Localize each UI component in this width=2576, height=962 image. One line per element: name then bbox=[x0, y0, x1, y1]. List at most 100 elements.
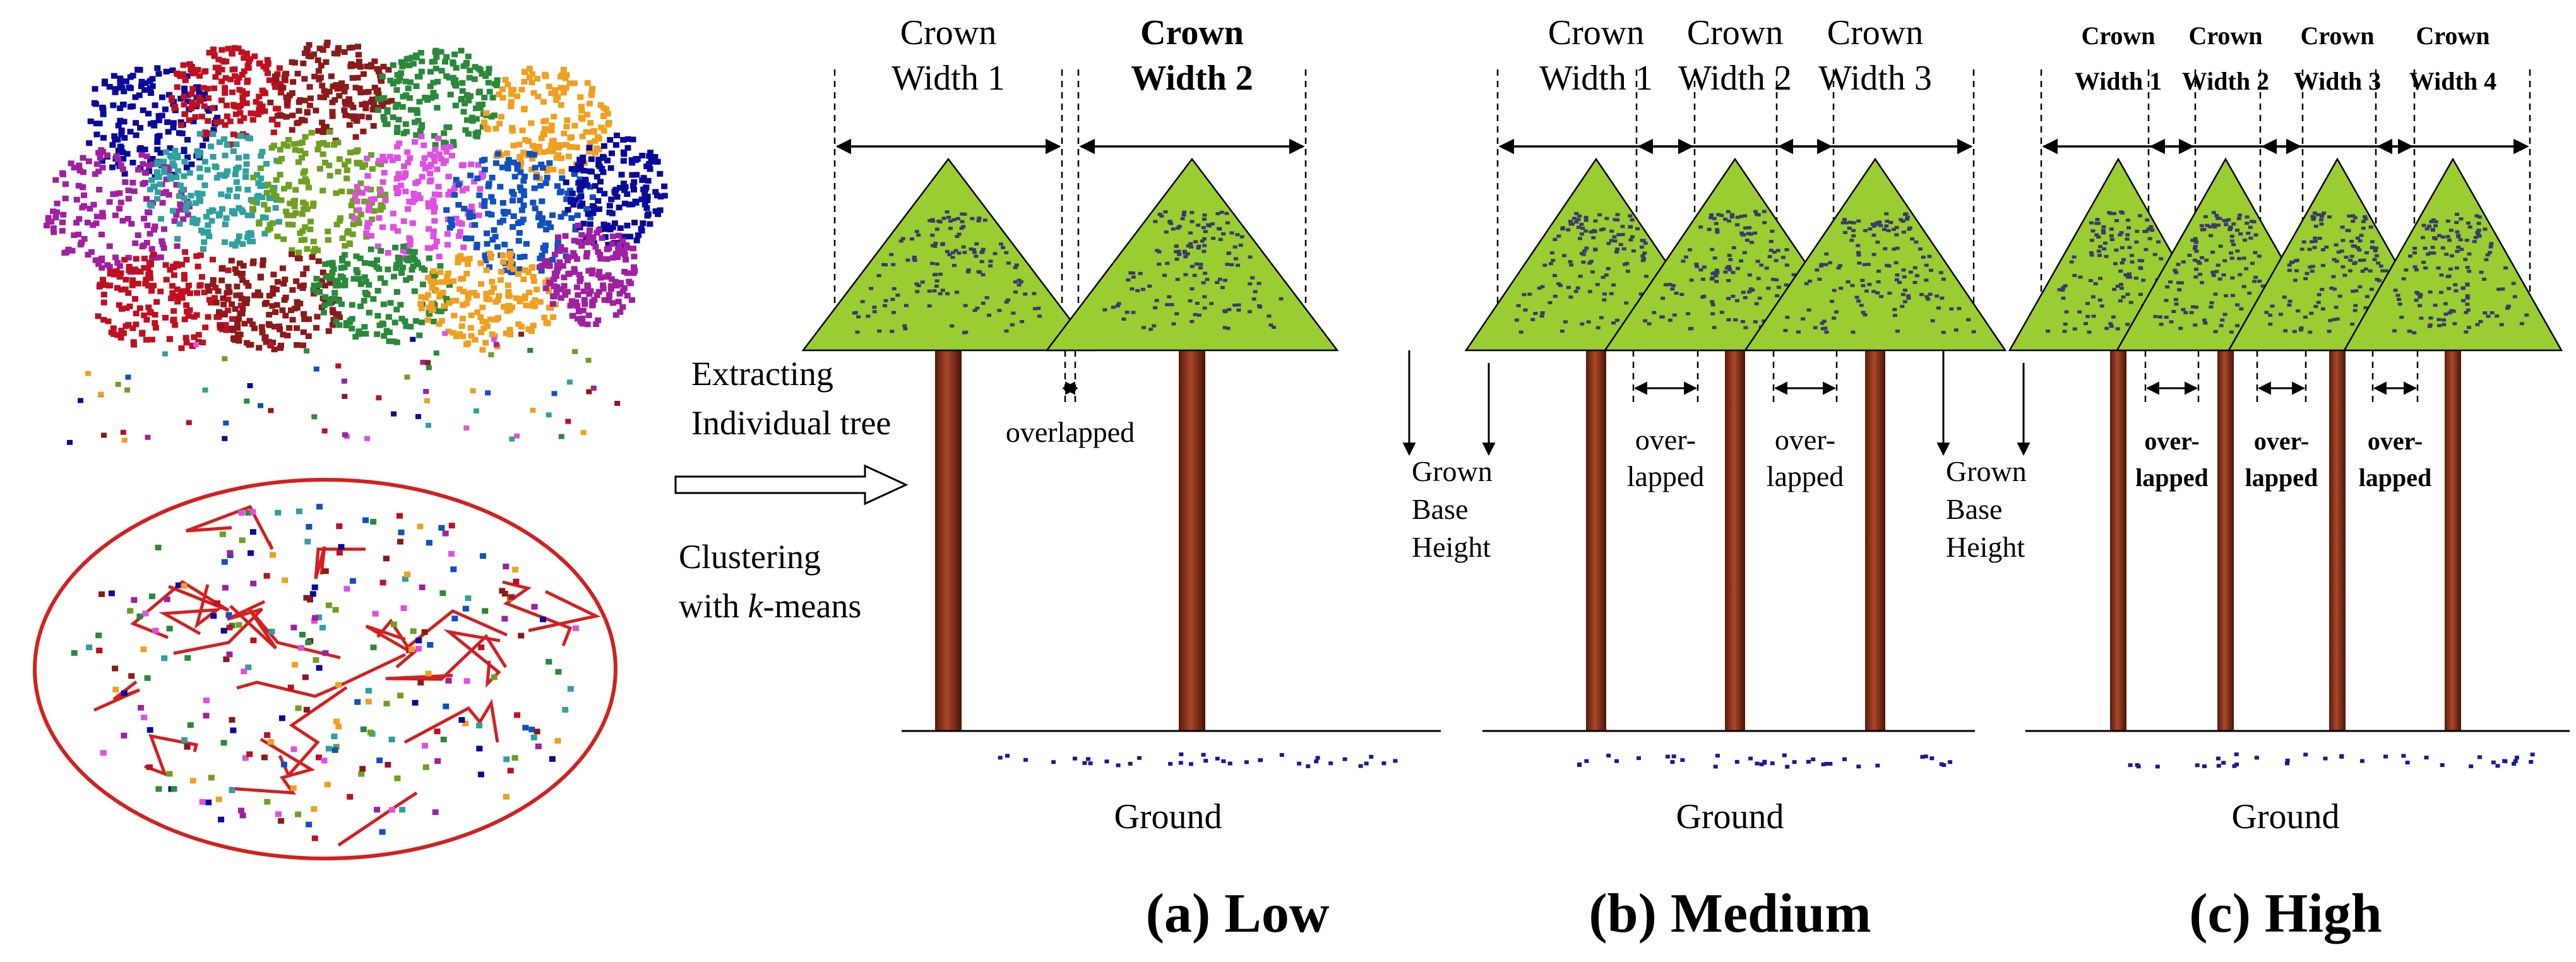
crown-point bbox=[2455, 213, 2459, 216]
crown-point bbox=[2060, 288, 2065, 292]
crown-point bbox=[1537, 287, 1542, 290]
crown-point bbox=[1630, 235, 1635, 239]
panel-caption: (c) High bbox=[2189, 883, 2382, 944]
crown-point bbox=[2235, 324, 2239, 328]
crown-point bbox=[2503, 266, 2508, 270]
crown-point bbox=[2378, 264, 2383, 268]
crown-point bbox=[1225, 326, 1231, 330]
crown-point bbox=[2308, 265, 2313, 269]
tree-trunk bbox=[1865, 350, 1885, 731]
crown-point bbox=[2293, 278, 2298, 282]
crown-point bbox=[1806, 308, 1811, 312]
crown-point bbox=[2090, 229, 2096, 233]
crown-point bbox=[1838, 264, 1842, 268]
crown-point bbox=[2046, 330, 2051, 333]
crown-point bbox=[2127, 272, 2132, 276]
crown-point bbox=[974, 254, 979, 258]
crown-point bbox=[1820, 321, 1825, 325]
crown-point bbox=[1581, 260, 1586, 264]
ground-point bbox=[1856, 764, 1861, 769]
crown-point bbox=[1719, 213, 1724, 217]
crown-point bbox=[1710, 312, 1715, 316]
crown-point bbox=[2212, 225, 2217, 229]
crown-point bbox=[2466, 221, 2471, 225]
crown-point bbox=[2322, 211, 2326, 215]
crown-point bbox=[2354, 289, 2359, 293]
crown-point bbox=[984, 296, 989, 300]
crown-point bbox=[1224, 211, 1229, 215]
crown-point bbox=[2078, 275, 2083, 279]
crown-point bbox=[1542, 263, 1547, 267]
crown-point bbox=[2200, 256, 2205, 259]
crown-point bbox=[2189, 311, 2194, 314]
crown-point bbox=[2454, 289, 2459, 293]
tree-trunk bbox=[935, 350, 962, 731]
crown-point bbox=[1229, 231, 1234, 235]
crown-point bbox=[945, 249, 950, 253]
crown-point bbox=[2489, 242, 2494, 246]
crown-point bbox=[2419, 316, 2424, 320]
crown-point bbox=[2098, 276, 2102, 280]
crown-point bbox=[999, 242, 1003, 246]
crown-point bbox=[1847, 227, 1852, 230]
crown-point bbox=[1190, 211, 1195, 215]
ground-point bbox=[2323, 756, 2328, 761]
base-height-label: Height bbox=[1946, 531, 2025, 563]
crown-point bbox=[2101, 225, 2106, 229]
crown-point bbox=[1791, 273, 1796, 276]
crown-point bbox=[1609, 292, 1614, 295]
crown-point bbox=[1709, 213, 1714, 217]
crown-point bbox=[1670, 287, 1675, 291]
crown-point bbox=[2194, 240, 2198, 244]
crown-point bbox=[1606, 242, 1611, 246]
crown-point bbox=[2245, 215, 2250, 219]
overlap-label: lapped bbox=[2245, 463, 2318, 492]
crown-point bbox=[945, 292, 950, 295]
crown-point bbox=[2340, 265, 2346, 269]
crown-point bbox=[1860, 278, 1865, 282]
crown-point bbox=[2209, 301, 2214, 305]
crown-point bbox=[2121, 295, 2126, 299]
crown-point bbox=[1859, 304, 1864, 307]
panel-caption: (a) Low bbox=[1146, 883, 1330, 944]
crown-point bbox=[955, 235, 960, 239]
crown-width-label: Crown bbox=[1548, 13, 1644, 52]
crown-point bbox=[2144, 247, 2149, 251]
crown-point bbox=[1864, 289, 1869, 293]
crown-point bbox=[1233, 257, 1238, 261]
crown-point bbox=[2464, 311, 2469, 314]
crown-point bbox=[1236, 303, 1241, 307]
crown-point bbox=[1279, 297, 1284, 300]
crown-point bbox=[1698, 268, 1703, 272]
crown-point bbox=[2134, 240, 2139, 244]
ground-point bbox=[1393, 759, 1398, 763]
crown-point bbox=[1013, 290, 1018, 294]
crown-point bbox=[1914, 274, 1919, 278]
crown-point bbox=[1631, 249, 1636, 252]
crown-point bbox=[2084, 322, 2089, 326]
crown-point bbox=[1235, 233, 1240, 237]
crown-point bbox=[1929, 268, 1933, 272]
crown-point bbox=[1830, 299, 1835, 303]
crown-point bbox=[2165, 285, 2170, 289]
crown-point bbox=[2418, 294, 2423, 297]
crown-point bbox=[1867, 283, 1872, 287]
ground-point bbox=[1342, 757, 1347, 761]
crown-point bbox=[1726, 318, 1731, 321]
crown-point bbox=[993, 252, 998, 256]
crown-point bbox=[2454, 220, 2459, 224]
crown-point bbox=[2374, 254, 2379, 258]
crown-point bbox=[1202, 217, 1207, 221]
ground-point bbox=[1358, 764, 1363, 768]
crown-point bbox=[1568, 295, 1573, 299]
crown-point bbox=[2439, 290, 2443, 294]
crown-point bbox=[1660, 315, 1665, 319]
crown-point bbox=[2454, 266, 2459, 270]
crown-point bbox=[1750, 240, 1754, 244]
crown-point bbox=[2465, 266, 2470, 270]
crown-point bbox=[2334, 243, 2339, 247]
crown-point bbox=[2221, 273, 2226, 276]
crown-point bbox=[1919, 293, 1924, 297]
crown-point bbox=[2114, 219, 2119, 222]
crown-point bbox=[1582, 249, 1587, 252]
